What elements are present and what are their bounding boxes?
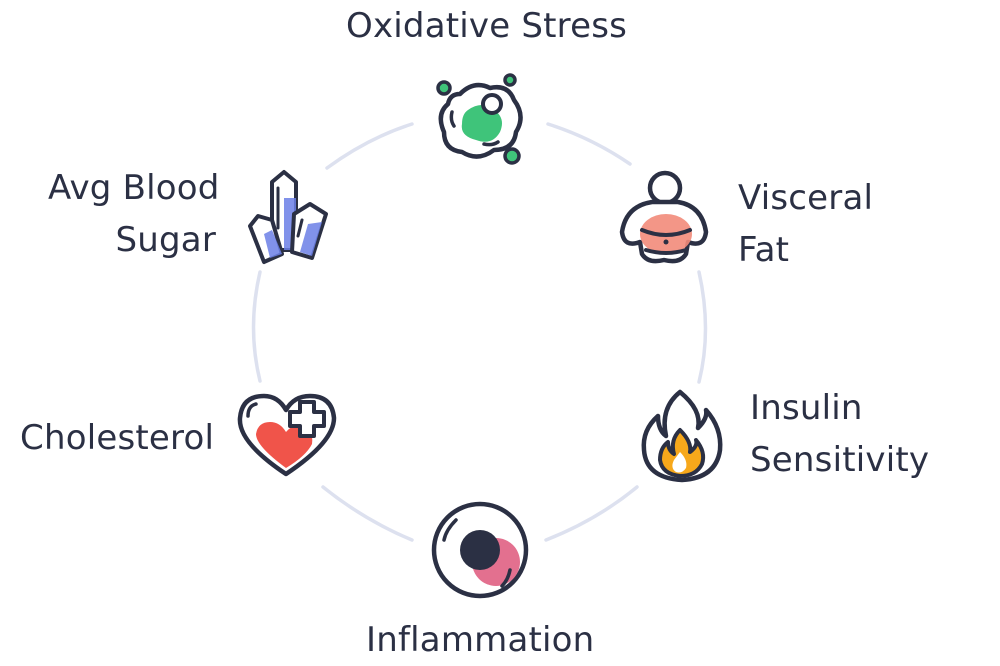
node-label-insulin-sensitivity: Insulin Sensitivity xyxy=(750,388,930,480)
ring-arc-top-right xyxy=(546,122,632,166)
belly-icon xyxy=(619,170,709,264)
node-label-inflammation: Inflammation xyxy=(366,620,595,660)
ring-arc-right xyxy=(697,270,708,384)
node-label-oxidative-stress: Oxidative Stress xyxy=(346,6,628,46)
heart-plus-icon xyxy=(237,393,337,477)
node-label-cholesterol: Cholesterol xyxy=(20,418,215,458)
ring-arc-bottom-left xyxy=(321,485,414,542)
ring-arc-bottom-right xyxy=(544,485,639,542)
ring-arc-left xyxy=(251,270,262,383)
cell-icon xyxy=(431,501,529,599)
ring-arc-top-left xyxy=(325,122,414,170)
flame-icon xyxy=(641,389,723,483)
sugar-crystals-icon xyxy=(248,170,328,264)
node-label-visceral-fat: Visceral Fat xyxy=(738,178,874,270)
node-label-avg-blood-sugar: Avg Blood Sugar xyxy=(48,168,220,260)
molecule-icon xyxy=(436,73,523,165)
